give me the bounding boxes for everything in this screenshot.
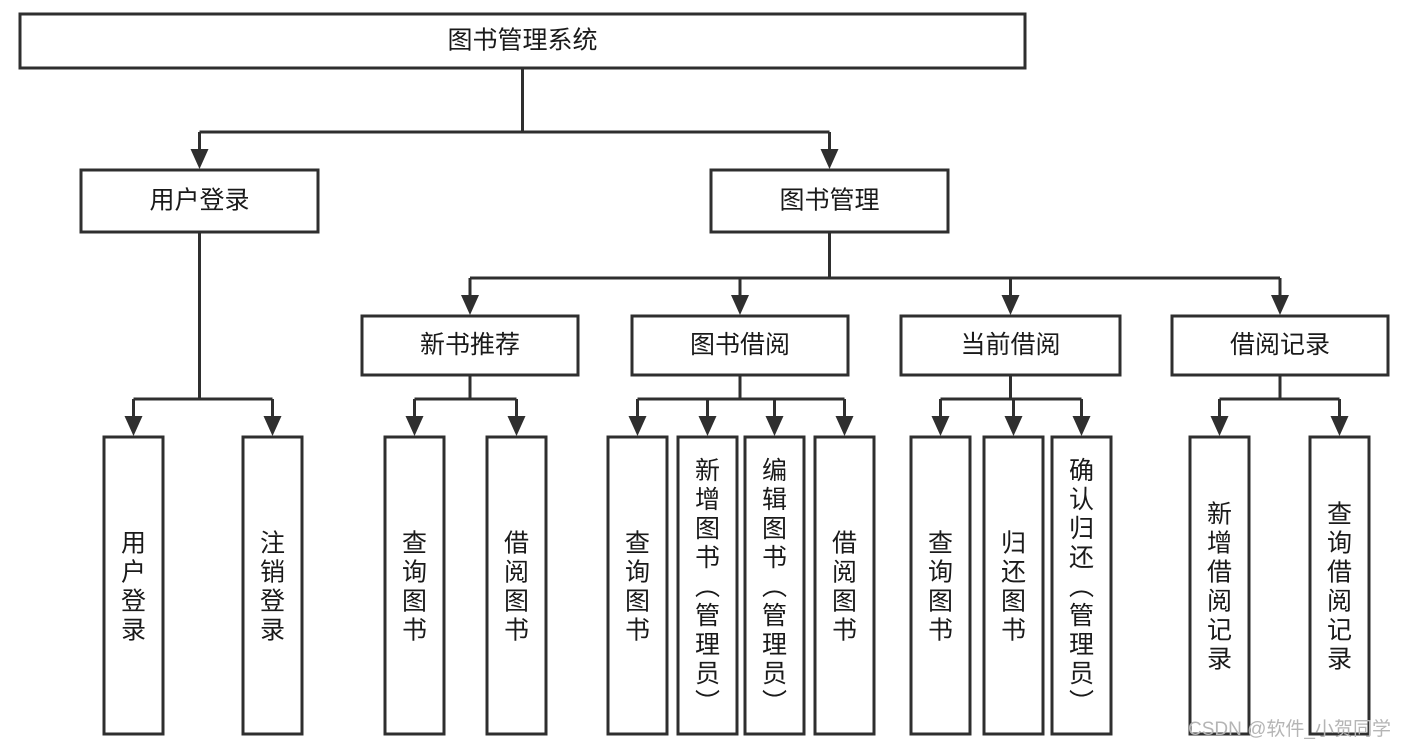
edge-group-book-borrow [636,375,846,418]
node-box-current-borrow [899,314,1122,377]
node-box-user-login [79,168,320,234]
node-box-book-manage [709,168,950,234]
node-leaf-return-book[interactable]: 归还图书 [982,435,1045,736]
arrow-head-icon [1271,295,1289,315]
edge-group-book-manage [468,232,1282,297]
node-label-leaf-confirm-return: 确认归还︵管理员︶ [1069,457,1094,717]
node-box-borrow-record [1170,314,1390,377]
node-leaf-query-book-1[interactable]: 查询图书 [383,435,446,736]
node-label-leaf-user-logout: 注销登录 [260,530,285,645]
node-leaf-add-book[interactable]: 新增图书︵管理员︶ [676,435,739,736]
node-box-leaf-add-record [1188,435,1251,736]
edge-group-current-borrow [939,375,1083,418]
arrow-head-icon [1072,416,1091,436]
arrow-head-icon [1001,295,1020,315]
node-box-book-borrow [630,314,850,377]
node-leaf-query-book-2[interactable]: 查询图书 [606,435,669,736]
arrow-head-icon [698,416,717,436]
node-leaf-borrow-book-1[interactable]: 借阅图书 [485,435,548,736]
node-leaf-user-logout[interactable]: 注销登录 [241,435,304,736]
arrow-head-icon [931,416,950,436]
node-box-leaf-return-book [982,435,1045,736]
node-box-leaf-borrow-book-2 [813,435,876,736]
node-box-leaf-user-logout [241,435,304,736]
node-box-leaf-query-record [1308,435,1371,736]
node-book-manage[interactable]: 图书管理 [709,168,950,234]
edge-group-user-login [132,232,274,418]
arrow-head-icon [405,416,424,436]
arrow-head-icon [124,416,143,436]
node-book-borrow[interactable]: 图书借阅 [630,314,850,377]
node-box-leaf-query-book-3 [909,435,972,736]
node-label-leaf-add-record: 新增借阅记录 [1207,501,1232,674]
node-label-leaf-return-book: 归还图书 [1001,530,1026,645]
arrow-head-icon [731,295,749,315]
node-borrow-record[interactable]: 借阅记录 [1170,314,1390,377]
node-label-leaf-user-login: 用户登录 [121,530,146,645]
node-box-leaf-add-book [676,435,739,736]
node-box-root [18,12,1027,70]
node-label-leaf-query-book-3: 查询图书 [928,530,953,645]
node-box-leaf-query-book-2 [606,435,669,736]
arrow-head-icon [190,149,209,169]
node-box-leaf-borrow-book-1 [485,435,548,736]
node-user-login[interactable]: 用户登录 [79,168,320,234]
edge-group-borrow-record [1218,375,1341,418]
node-box-new-book-rec [360,314,580,377]
arrow-head-icon [820,149,839,169]
node-new-book-rec[interactable]: 新书推荐 [360,314,580,377]
node-label-current-borrow: 当前借阅 [960,331,1060,359]
arrow-head-icon [507,416,526,436]
node-label-root: 图书管理系统 [447,27,597,55]
node-label-leaf-query-book-2: 查询图书 [625,530,650,645]
node-leaf-query-record[interactable]: 查询借阅记录 [1308,435,1371,736]
node-label-new-book-rec: 新书推荐 [420,331,520,359]
arrow-head-icon [1210,416,1229,436]
edge-group-new-book-rec [413,375,518,418]
node-leaf-user-login[interactable]: 用户登录 [102,435,165,736]
node-label-leaf-query-record: 查询借阅记录 [1327,501,1352,674]
edge-group-root [198,68,831,151]
node-label-leaf-query-book-1: 查询图书 [402,530,427,645]
node-box-leaf-query-book-1 [383,435,446,736]
node-current-borrow[interactable]: 当前借阅 [899,314,1122,377]
arrow-head-icon [628,416,647,436]
arrow-head-icon [765,416,784,436]
node-label-leaf-borrow-book-2: 借阅图书 [832,530,857,645]
node-box-leaf-edit-book [743,435,806,736]
node-root[interactable]: 图书管理系统 [18,12,1027,70]
node-leaf-add-record[interactable]: 新增借阅记录 [1188,435,1251,736]
node-label-book-manage: 图书管理 [779,187,879,215]
node-leaf-confirm-return[interactable]: 确认归还︵管理员︶ [1050,435,1113,736]
arrow-head-icon [1330,416,1349,436]
node-label-leaf-borrow-book-1: 借阅图书 [504,530,529,645]
node-label-book-borrow: 图书借阅 [690,331,790,359]
node-label-user-login: 用户登录 [149,187,249,215]
node-box-leaf-confirm-return [1050,435,1113,736]
node-layer: 图书管理系统用户登录图书管理新书推荐图书借阅当前借阅借阅记录用户登录注销登录查询… [18,12,1390,736]
arrow-head-icon [263,416,282,436]
csdn-watermark: CSDN @软件_小贺同学 [1188,719,1391,740]
node-label-borrow-record: 借阅记录 [1230,331,1330,359]
node-label-leaf-edit-book: 编辑图书︵管理员︶ [762,457,787,717]
arrow-head-icon [461,295,479,315]
arrow-head-icon [1004,416,1023,436]
node-box-leaf-user-login [102,435,165,736]
node-label-leaf-add-book: 新增图书︵管理员︶ [695,457,720,717]
node-leaf-borrow-book-2[interactable]: 借阅图书 [813,435,876,736]
node-leaf-edit-book[interactable]: 编辑图书︵管理员︶ [743,435,806,736]
connector-layer [124,68,1349,436]
node-leaf-query-book-3[interactable]: 查询图书 [909,435,972,736]
arrow-head-icon [835,416,854,436]
